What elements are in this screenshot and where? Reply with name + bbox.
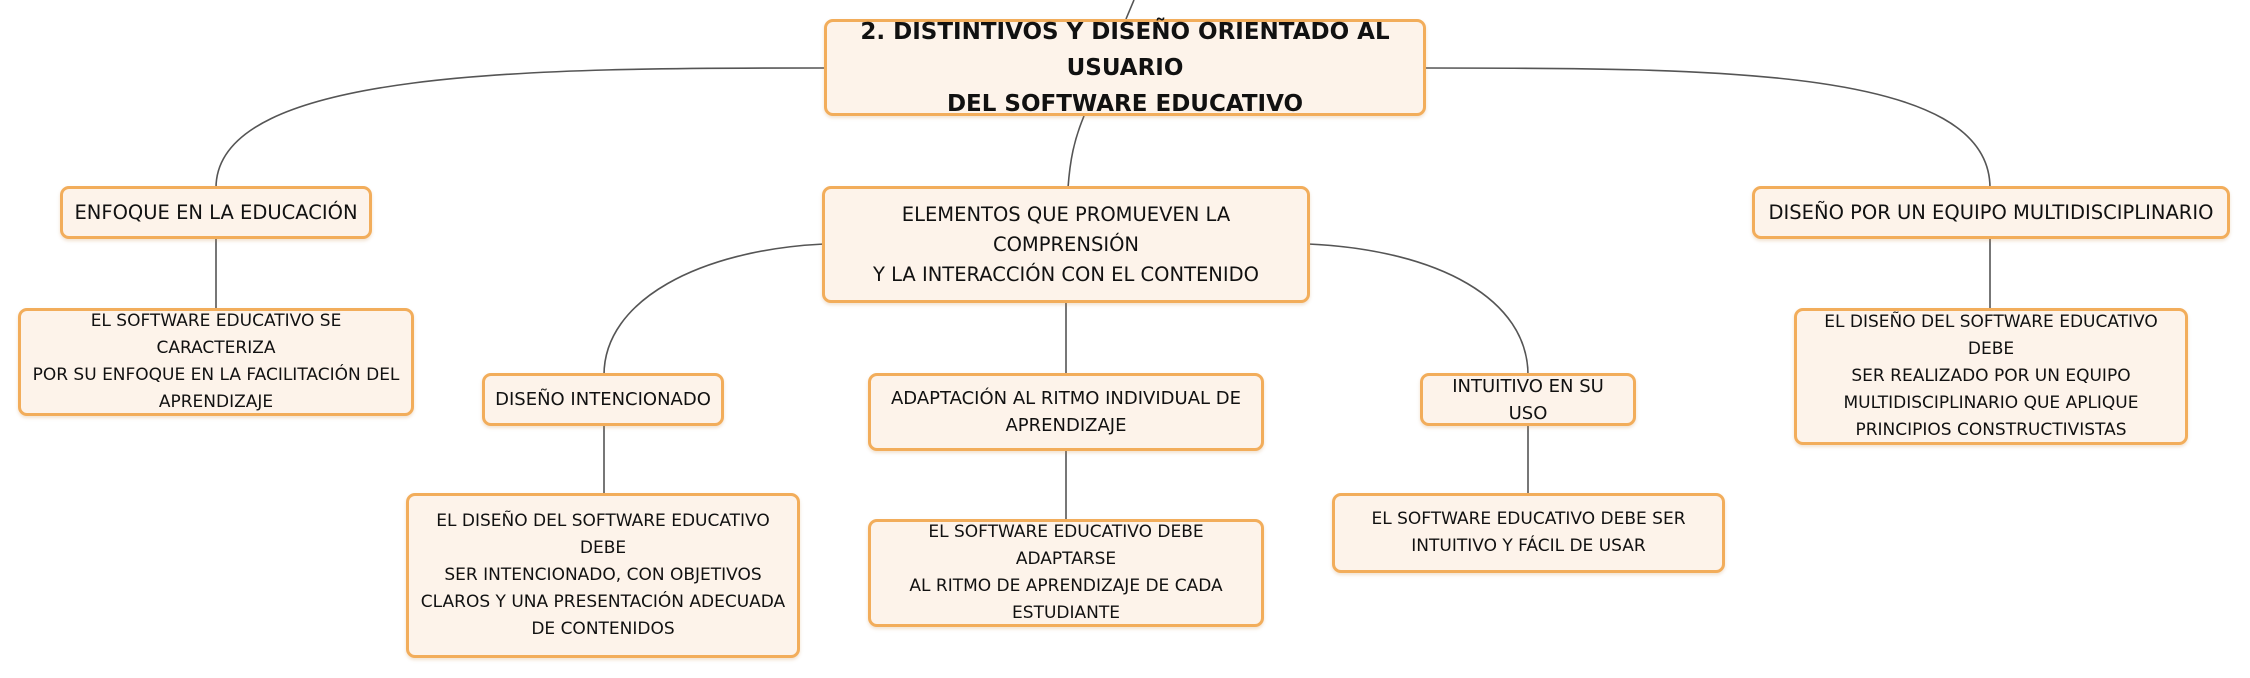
leaf-text: EL SOFTWARE EDUCATIVO DEBE ADAPTARSE AL … — [909, 522, 1223, 623]
subtopic-intuitivo-en-su-uso[interactable]: INTUITIVO EN SU USO — [1420, 373, 1636, 426]
subtopic-text: ADAPTACIÓN AL RITMO INDIVIDUAL DE APREND… — [890, 388, 1242, 436]
connector-root-elementos — [1067, 115, 1085, 189]
leaf-intuitivo[interactable]: EL SOFTWARE EDUCATIVO DEBE SER INTUITIVO… — [1332, 493, 1725, 573]
leaf-text: EL SOFTWARE EDUCATIVO SE CARACTERIZA POR… — [32, 311, 400, 412]
connector-elementos-intuitivo — [1307, 243, 1529, 376]
subtopic-text: INTUITIVO EN SU USO — [1452, 375, 1604, 424]
topic-diseno-equipo-multidisciplinario[interactable]: DISEÑO POR UN EQUIPO MULTIDISCIPLINARIO — [1752, 186, 2230, 239]
topic-text: ELEMENTOS QUE PROMUEVEN LA COMPRENSIÓN Y… — [872, 202, 1260, 286]
leaf-adaptacion-ritmo[interactable]: EL SOFTWARE EDUCATIVO DEBE ADAPTARSE AL … — [868, 519, 1264, 627]
connector-root-enfoque — [215, 67, 825, 189]
subtopic-diseno-intencionado[interactable]: DISEÑO INTENCIONADO — [482, 373, 724, 426]
leaf-diseno-intencionado[interactable]: EL DISEÑO DEL SOFTWARE EDUCATIVO DEBE SE… — [406, 493, 800, 658]
topic-enfoque-en-la-educacion[interactable]: ENFOQUE EN LA EDUCACIÓN — [60, 186, 372, 239]
topic-text: ENFOQUE EN LA EDUCACIÓN — [74, 200, 358, 224]
leaf-text: EL SOFTWARE EDUCATIVO DEBE SER INTUITIVO… — [1371, 509, 1686, 556]
topic-elementos-comprension[interactable]: ELEMENTOS QUE PROMUEVEN LA COMPRENSIÓN Y… — [822, 186, 1310, 303]
root-topic-text: 2. DISTINTIVOS Y DISEÑO ORIENTADO AL USU… — [860, 18, 1390, 117]
subtopic-adaptacion-ritmo[interactable]: ADAPTACIÓN AL RITMO INDIVIDUAL DE APREND… — [868, 373, 1264, 451]
connector-root-diseno-equipo — [1425, 67, 1991, 189]
leaf-enfoque[interactable]: EL SOFTWARE EDUCATIVO SE CARACTERIZA POR… — [18, 308, 414, 416]
leaf-diseno-equipo[interactable]: EL DISEÑO DEL SOFTWARE EDUCATIVO DEBE SE… — [1794, 308, 2188, 445]
connector-elementos-intencionado — [603, 243, 825, 376]
root-topic[interactable]: 2. DISTINTIVOS Y DISEÑO ORIENTADO AL USU… — [824, 19, 1426, 117]
topic-text: DISEÑO POR UN EQUIPO MULTIDISCIPLINARIO — [1768, 200, 2214, 224]
subtopic-text: DISEÑO INTENCIONADO — [495, 389, 711, 410]
leaf-text: EL DISEÑO DEL SOFTWARE EDUCATIVO DEBE SE… — [420, 511, 786, 639]
leaf-text: EL DISEÑO DEL SOFTWARE EDUCATIVO DEBE SE… — [1824, 312, 2158, 440]
